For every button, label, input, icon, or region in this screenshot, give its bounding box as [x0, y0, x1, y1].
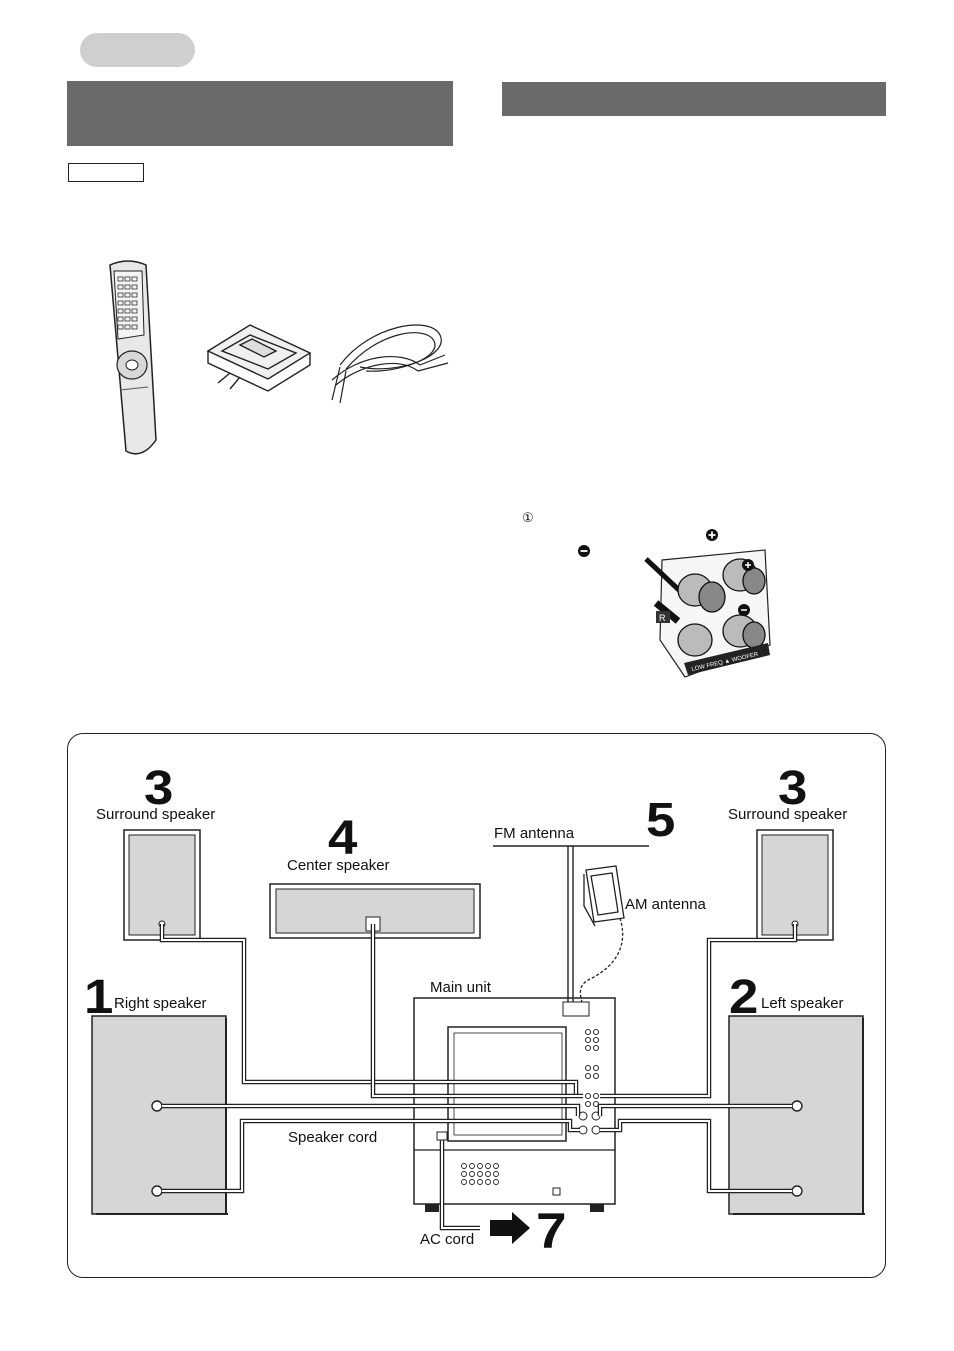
- svg-text:R: R: [659, 613, 666, 623]
- fm-antenna-shape: [493, 845, 649, 1002]
- label-surround-speaker-left: Surround speaker: [728, 806, 848, 823]
- accessories-tag: [68, 163, 144, 182]
- surround-speaker-left-shape: [756, 829, 834, 941]
- label-fm-antenna: FM antenna: [494, 825, 575, 842]
- accessories-illustration: [109, 260, 449, 455]
- speaker-cord-bundle-icon: [331, 324, 449, 404]
- step-number-antenna: 5: [646, 794, 676, 847]
- step-number-center: 4: [328, 812, 358, 865]
- label-left-speaker: Left speaker: [761, 995, 844, 1012]
- section-header-band-right: [502, 82, 886, 116]
- minus-terminal-icon: [578, 545, 590, 557]
- page-tab-pill: [80, 33, 195, 67]
- connection-diagram-frame: [67, 733, 886, 1278]
- center-speaker-shape: [269, 883, 481, 939]
- surround-speaker-right-shape: [123, 829, 201, 941]
- step-number-surround-left: 3: [778, 762, 808, 815]
- plus-terminal-icon: [706, 529, 718, 541]
- label-right-speaker: Right speaker: [114, 995, 207, 1012]
- label-speaker-cord: Speaker cord: [288, 1129, 378, 1146]
- label-center-speaker: Center speaker: [287, 857, 390, 874]
- label-ac-cord: AC cord: [420, 1231, 475, 1248]
- am-antenna-shape: [579, 865, 625, 1003]
- label-surround-speaker-right: Surround speaker: [96, 806, 216, 823]
- label-main-unit: Main unit: [430, 979, 491, 996]
- section-header-band-left: [67, 81, 453, 146]
- step-number-surround-right: 3: [144, 762, 174, 815]
- speaker-terminal-closeup: R LOW FREQ ▲ WOOFER: [644, 549, 771, 678]
- step-note-marker: ①: [522, 510, 534, 525]
- am-loop-antenna-icon: [206, 324, 312, 392]
- step-number-right-speaker: 1: [84, 971, 114, 1024]
- step-number-ac: 7: [536, 1203, 567, 1259]
- step-number-left-speaker: 2: [729, 971, 759, 1024]
- left-speaker-shape: [728, 1015, 865, 1215]
- label-am-antenna: AM antenna: [625, 896, 706, 913]
- remote-control-icon: [109, 260, 157, 455]
- arrow-right-icon: [490, 1212, 530, 1244]
- right-speaker-shape: [91, 1015, 228, 1215]
